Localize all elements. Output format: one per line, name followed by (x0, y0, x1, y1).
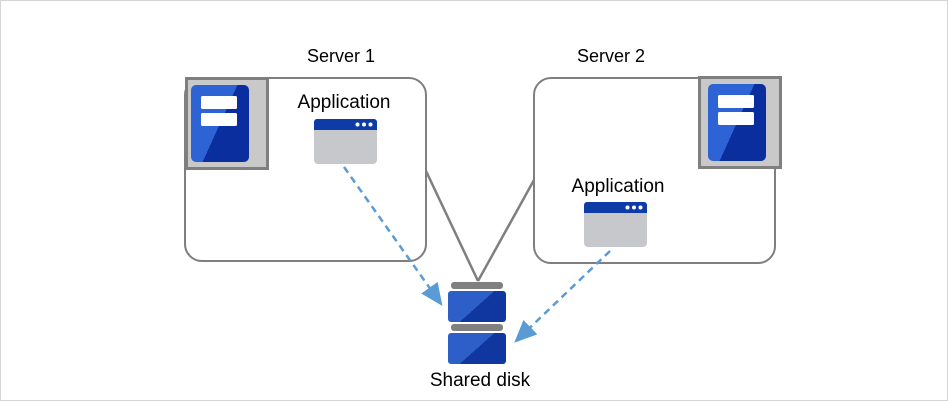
app2-label: Application (571, 176, 665, 197)
app1-window-icon (314, 119, 377, 164)
app2-disk-arrow (514, 250, 611, 343)
server1-disk-line (424, 170, 480, 282)
server2-box (533, 77, 776, 264)
shared-disk-label: Shared disk (429, 370, 531, 391)
server2-disk-line (476, 179, 536, 282)
server1-tower-icon (185, 77, 269, 170)
app1-label: Application (297, 92, 391, 113)
server2-label: Server 2 (576, 46, 646, 66)
app2-window-icon (584, 202, 647, 247)
server2-tower-icon (698, 76, 782, 169)
shared-disk-icon (448, 282, 506, 364)
server1-label: Server 1 (306, 46, 376, 66)
